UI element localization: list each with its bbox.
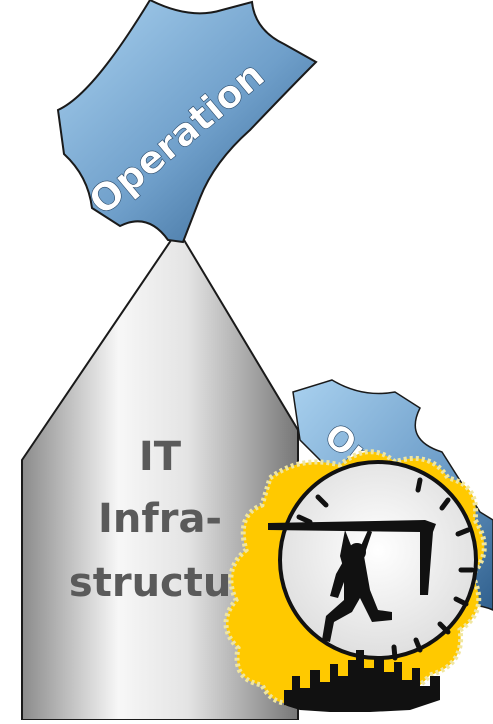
clipart-man-with-clock: [223, 449, 487, 712]
operation-puzzle-piece: Operation: [56, 0, 318, 244]
it-infrastructure-pillar: IT Infra- structur: [21, 228, 299, 721]
pillar-label-line-3: structur: [69, 560, 251, 606]
clock-ticks: [296, 477, 475, 661]
pillar-label-line-2: Infra-: [98, 496, 222, 542]
pillar-label-line-1: IT: [139, 434, 182, 480]
man-figure: [322, 530, 392, 642]
clock-hand: [268, 520, 436, 595]
city-skyline: [284, 650, 440, 712]
